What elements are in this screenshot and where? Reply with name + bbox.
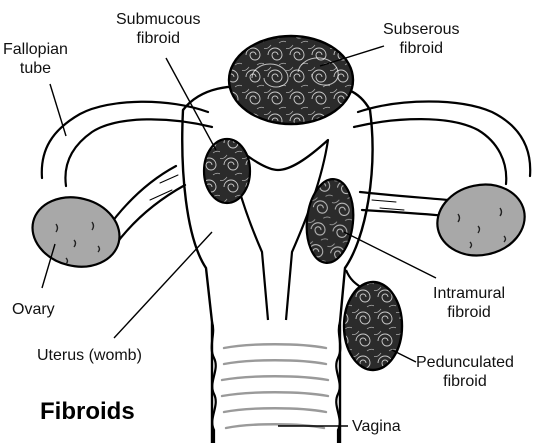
label-pedunculated-fibroid-line2: fibroid — [416, 372, 514, 391]
leader-intramural-fibroid — [344, 232, 436, 278]
submucous-fibroid — [204, 139, 250, 203]
left-ovary — [25, 188, 127, 275]
label-fallopian-tube-line2: tube — [3, 59, 68, 78]
label-intramural-fibroid-line2: fibroid — [433, 303, 505, 322]
diagram-title: Fibroids — [40, 398, 135, 426]
vaginal-wall-right — [336, 322, 340, 443]
label-submucous-fibroid-line2: fibroid — [116, 29, 201, 48]
leader-fallopian-tube — [50, 84, 66, 136]
subserous-fibroid — [229, 36, 353, 124]
label-submucous-fibroid: Submucous fibroid — [116, 10, 201, 48]
label-pedunculated-fibroid: Pedunculated fibroid — [416, 353, 514, 391]
leader-uterus — [114, 232, 212, 338]
label-ovary: Ovary — [12, 300, 55, 319]
label-subserous-fibroid: Subserous fibroid — [383, 20, 460, 58]
right-ovary — [431, 177, 532, 264]
label-vagina: Vagina — [352, 417, 401, 436]
label-fallopian-tube-line1: Fallopian — [3, 40, 68, 59]
label-submucous-fibroid-line1: Submucous — [116, 10, 201, 29]
vaginal-wall-left — [212, 322, 216, 443]
intramural-fibroid — [303, 177, 358, 265]
label-subserous-fibroid-line2: fibroid — [383, 39, 460, 58]
label-intramural-fibroid: Intramural fibroid — [433, 284, 505, 322]
vaginal-rugae — [222, 344, 328, 428]
label-uterus: Uterus (womb) — [37, 346, 142, 365]
pedunculated-fibroid — [344, 270, 402, 370]
label-fallopian-tube: Fallopian tube — [3, 40, 68, 78]
label-pedunculated-fibroid-line1: Pedunculated — [416, 353, 514, 372]
label-subserous-fibroid-line1: Subserous — [383, 20, 460, 39]
label-intramural-fibroid-line1: Intramural — [433, 284, 505, 303]
